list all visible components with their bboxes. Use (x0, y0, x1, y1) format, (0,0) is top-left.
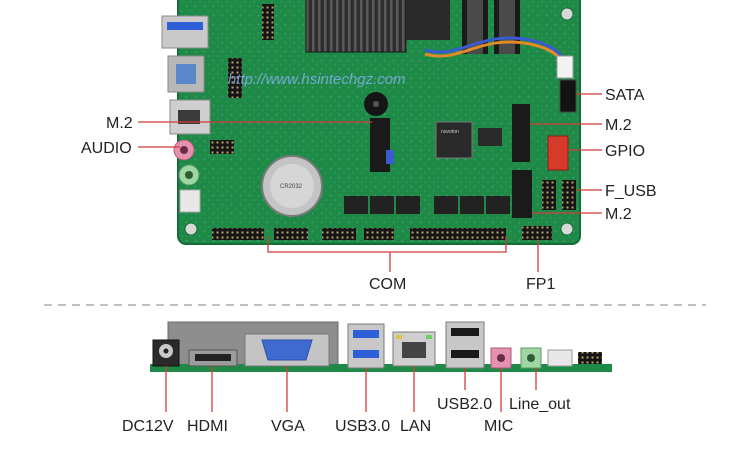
sodimm-slot-inner (467, 0, 483, 54)
small-header (578, 352, 602, 364)
mounting-hole (184, 222, 198, 236)
m2-slot-right-top (512, 104, 530, 162)
mounting-hole (560, 7, 574, 21)
label-f-usb: F_USB (605, 183, 657, 200)
heatsink-fan-block (406, 0, 450, 40)
label-com: COM (369, 276, 406, 293)
label-lan: LAN (400, 418, 431, 435)
pin-header (262, 4, 274, 40)
label-vga: VGA (271, 418, 305, 435)
top-labels: SATA M.2 AUDIO M.2 GPIO F_USB M.2 COM FP… (81, 87, 657, 293)
cmos-battery-face (270, 164, 314, 208)
usb3-port-top (353, 330, 379, 338)
label-m2-right-bottom: M.2 (605, 206, 632, 223)
label-usb20: USB2.0 (437, 396, 492, 413)
fan-connector (556, 55, 574, 79)
usb3-tongue (167, 22, 203, 30)
vga-connector-dsub (261, 339, 313, 361)
audio-jack-hole (180, 146, 188, 154)
com-header (364, 228, 394, 240)
onboard-chip (434, 196, 458, 214)
label-m2-right-top: M.2 (605, 117, 632, 134)
mic-jack-hole (497, 354, 505, 362)
fan-cable (424, 36, 567, 62)
com-header (322, 228, 356, 240)
label-audio: AUDIO (81, 140, 132, 157)
usb-port (161, 15, 209, 49)
onboard-chip (344, 196, 368, 214)
usb2-port-top (451, 328, 479, 336)
label-gpio: GPIO (605, 143, 645, 160)
fp1-header (522, 226, 552, 240)
usb2-port-bottom (451, 350, 479, 358)
m2-slot-right-bottom (512, 170, 532, 218)
com-header (410, 228, 506, 240)
dc12v-jack-pin (163, 348, 169, 354)
rear-io-panel (150, 321, 612, 372)
label-m2-left: M.2 (106, 115, 133, 132)
label-line-out: Line_out (509, 396, 571, 413)
small-connector (547, 349, 573, 367)
watermark: http://www.hsintechgz.com (228, 71, 406, 88)
hdmi-connector-slot (195, 354, 231, 361)
leader-com-bracket (267, 236, 507, 253)
label-dc12v: DC12V (122, 418, 174, 435)
label-fp1: FP1 (526, 276, 555, 293)
f-usb-header (542, 180, 556, 210)
pin-header (210, 140, 234, 154)
sata-connector (559, 79, 577, 113)
bottom-leader-lines (165, 366, 537, 412)
onboard-chip (460, 196, 484, 214)
label-usb30: USB3.0 (335, 418, 390, 435)
mounting-hole (560, 222, 574, 236)
onboard-chip (370, 196, 394, 214)
gpio-header (547, 135, 569, 171)
motherboard-photo: nuvoton CR2032 ht (161, 0, 581, 245)
lan-led (396, 335, 402, 339)
label-sata: SATA (605, 87, 645, 104)
hdmi-port-inner (176, 64, 196, 84)
usb3-port-bottom (353, 350, 379, 358)
lan-port-inner (178, 110, 200, 124)
top-leader-lines (138, 93, 602, 272)
sodimm-slot-inner (499, 0, 515, 54)
pin-header (228, 58, 242, 98)
line-out-jack-hole (527, 354, 535, 362)
chip-marking: nuvoton (441, 129, 459, 135)
small-connector (179, 189, 201, 213)
buzzer-hole (373, 101, 379, 107)
vga-connector (244, 333, 330, 367)
small-chip (478, 128, 502, 146)
label-hdmi: HDMI (187, 418, 228, 435)
io-labels: DC12V HDMI VGA USB3.0 LAN USB2.0 Line_ou… (122, 396, 571, 435)
battery-marking: CR2032 (280, 184, 303, 190)
lan-led (426, 335, 432, 339)
m2-slot-key (386, 150, 394, 164)
lan-connector-socket (402, 342, 426, 358)
super-io-chip (435, 121, 473, 159)
f-usb-header (562, 180, 576, 210)
onboard-chip (486, 196, 510, 214)
bottom-header (212, 228, 264, 240)
label-mic: MIC (484, 418, 513, 435)
audio-jack-hole (185, 171, 193, 179)
cpu-heatsink (305, 0, 407, 53)
com-header (274, 228, 308, 240)
onboard-chip (396, 196, 420, 214)
m2-slot-left (370, 118, 390, 172)
